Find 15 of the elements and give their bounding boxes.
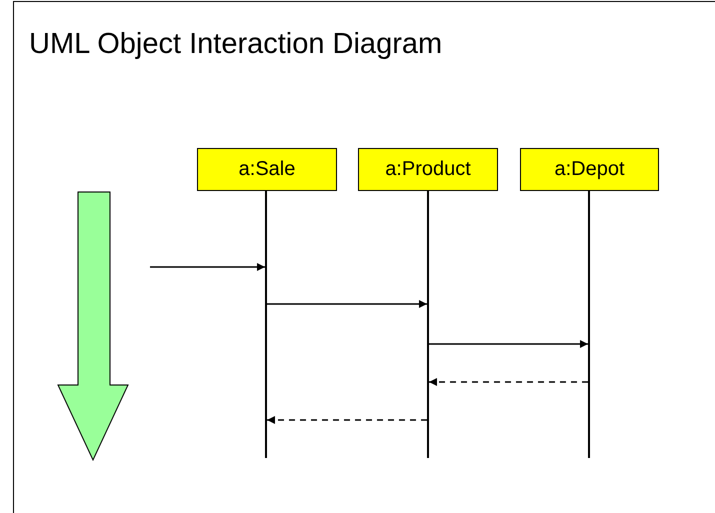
- object-box: [197, 148, 337, 191]
- message-arrow: [429, 340, 588, 348]
- object-name: a:Product: [385, 158, 471, 181]
- lifeline: [427, 191, 429, 458]
- diagram-title: UML Object Interaction Diagram: [29, 28, 442, 61]
- object-box: [520, 148, 659, 191]
- message-arrow: [150, 263, 265, 271]
- object-name: a:Depot: [554, 158, 625, 181]
- lifeline: [588, 191, 590, 458]
- message-arrow: [267, 300, 427, 308]
- object-name: a:Sale: [238, 158, 296, 181]
- message-arrow: [267, 416, 427, 424]
- object-box: [358, 148, 498, 191]
- lifeline: [265, 191, 267, 458]
- message-arrow: [429, 378, 588, 386]
